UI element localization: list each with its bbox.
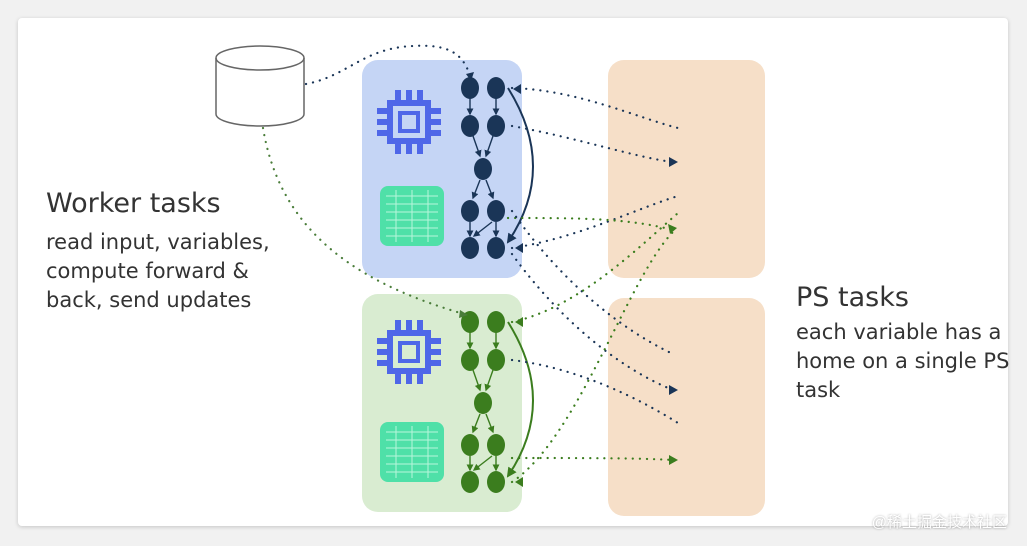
gpu-icon: [380, 422, 444, 482]
worker-tasks-title: Worker tasks: [46, 188, 221, 219]
watermark: @稀土掘金技术社区: [871, 514, 1007, 531]
ps-task-box: [608, 298, 765, 516]
worker1-graph: [461, 77, 534, 259]
gpu-icon: [380, 186, 444, 246]
cpu-icon: [377, 90, 441, 154]
architecture-diagram: [215, 44, 765, 516]
arrow-heads: [459, 72, 678, 487]
data-flow-arrows: [261, 44, 680, 484]
slide: Worker tasks read input, variables, comp…: [18, 18, 1009, 526]
ps-task-box: [608, 60, 765, 278]
worker-tasks-description: read input, variables, compute forward &…: [46, 230, 270, 312]
worker2-graph: [461, 311, 534, 493]
cpu-icon: [377, 320, 441, 384]
ps-tasks-title: PS tasks: [796, 282, 909, 313]
ps-tasks-description: each variable has a home on a single PS …: [796, 320, 1010, 402]
database-icon: [215, 45, 305, 127]
